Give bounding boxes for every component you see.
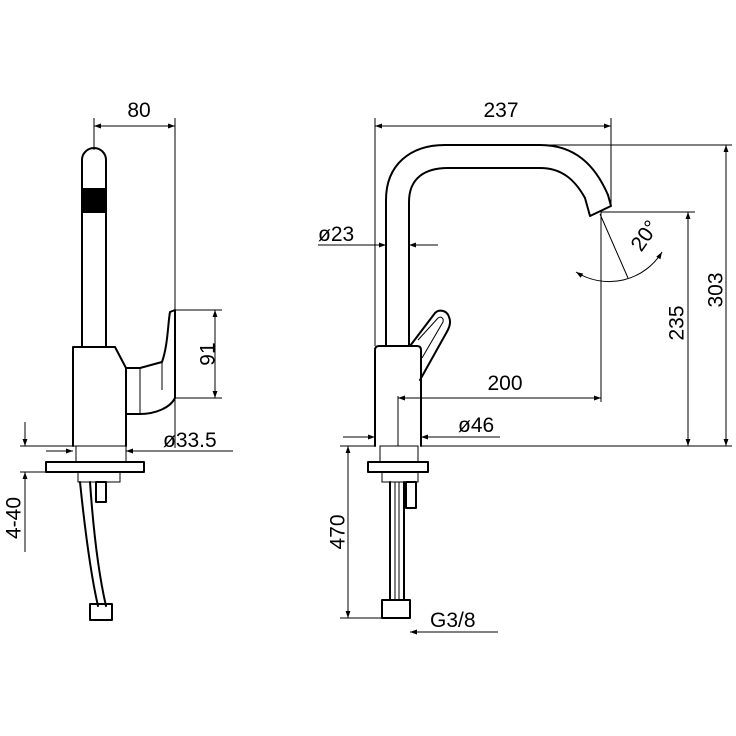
front-connection-label: G3/8	[430, 609, 476, 632]
side-mount-nut	[77, 471, 121, 483]
front-spout-diameter-label: ø23	[318, 223, 354, 246]
front-mount-bolt	[405, 481, 417, 509]
front-spout-angle-label: 20°	[626, 216, 663, 255]
front-lever-reach-label: 200	[487, 372, 522, 395]
side-base-ring	[75, 445, 127, 463]
front-base-ring	[379, 445, 419, 463]
side-hose-connector	[89, 603, 113, 621]
front-body	[374, 345, 422, 447]
front-total-height-label: 303	[705, 272, 728, 307]
front-lever-inner	[417, 316, 444, 359]
front-body-diameter-label: ø46	[458, 414, 494, 437]
front-lever	[409, 309, 452, 381]
side-hose-left	[79, 481, 99, 607]
front-spout-outer	[385, 144, 609, 347]
side-spout-tube	[81, 147, 107, 348]
side-lever-height-label: 91	[197, 342, 220, 365]
side-hose-right	[89, 481, 107, 607]
front-spout-angle-ray	[599, 213, 629, 279]
side-aerator	[83, 188, 105, 213]
front-outlet-height-label: 235	[666, 305, 689, 340]
front-hose-connector	[381, 599, 411, 619]
front-deck-plate	[367, 461, 429, 473]
side-view: 80 91 ø33.5 4-40	[3, 99, 233, 621]
side-deck-plate	[45, 461, 145, 473]
front-hose-length-label: 470	[327, 514, 350, 549]
side-lever	[125, 309, 176, 415]
front-view: 237 303 235 200 20° ø23 ø46 470	[318, 99, 732, 635]
side-mount-bolt	[95, 481, 107, 503]
side-body	[72, 346, 127, 447]
front-mount-nut	[381, 471, 419, 483]
side-width-label: 80	[127, 99, 150, 122]
front-spout-inner	[408, 167, 586, 347]
side-base-diameter-label: ø33.5	[163, 429, 217, 452]
front-spout-angle-arc	[575, 251, 663, 283]
front-spout-outlet	[584, 194, 612, 217]
side-deck-thickness-label: 4-40	[3, 497, 26, 539]
front-reach-label: 237	[483, 99, 518, 122]
